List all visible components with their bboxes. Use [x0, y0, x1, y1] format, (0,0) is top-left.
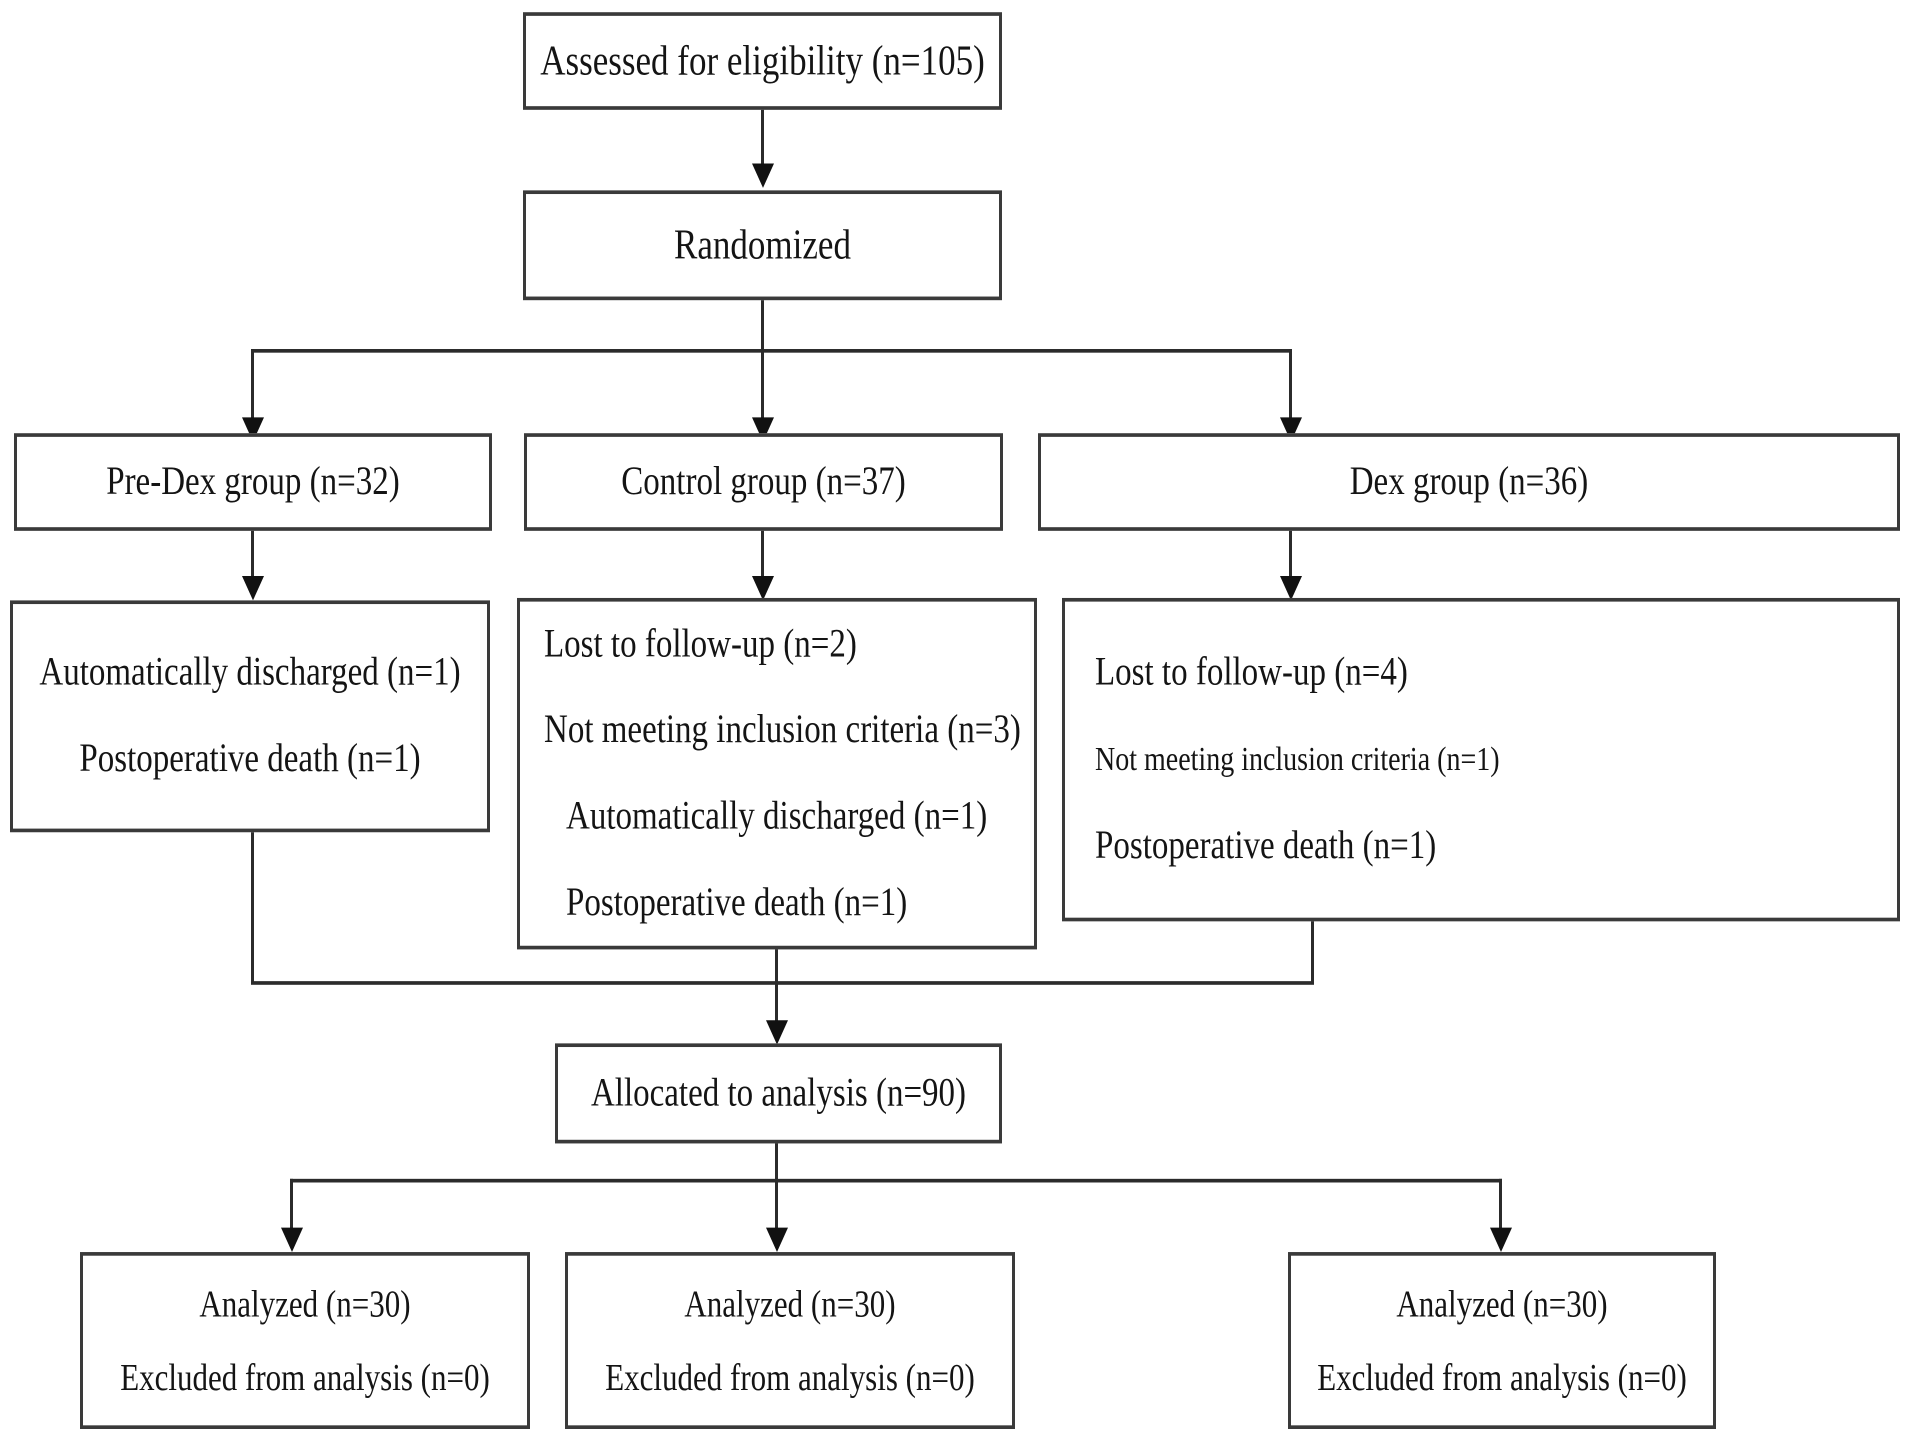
connector-to-analyzed-control — [775, 1178, 778, 1233]
node-group-control: Control group (n=37) — [524, 433, 1003, 531]
connector-to-analyzed-dex — [1499, 1178, 1502, 1233]
group-dex-label: Dex group (n=36) — [1349, 459, 1589, 504]
connector-assessed-to-randomized — [761, 109, 764, 169]
node-group-dex: Dex group (n=36) — [1038, 433, 1900, 531]
exclusion-line: Postoperative death (n=1) — [566, 880, 908, 925]
arrowhead-pre-dex-exclusions — [242, 575, 264, 601]
exclusion-line: Not meeting inclusion criteria (n=1) — [1095, 740, 1500, 779]
node-exclusions-pre-dex: Automatically discharged (n=1) Postopera… — [10, 600, 490, 833]
node-analyzed-dex: Analyzed (n=30) Excluded from analysis (… — [1288, 1252, 1716, 1429]
connector-randomized-split-bar — [251, 349, 1292, 353]
node-analyzed-pre-dex: Analyzed (n=30) Excluded from analysis (… — [80, 1252, 530, 1429]
analyzed-count-label: Analyzed (n=30) — [684, 1282, 896, 1325]
analyzed-count-label: Analyzed (n=30) — [1396, 1282, 1608, 1325]
node-group-pre-dex: Pre-Dex group (n=32) — [14, 433, 492, 531]
exclusion-line: Postoperative death (n=1) — [79, 737, 421, 782]
exclusion-line: Automatically discharged (n=1) — [566, 794, 988, 839]
node-allocated-to-analysis: Allocated to analysis (n=90) — [555, 1043, 1002, 1144]
exclusion-line: Lost to follow-up (n=2) — [544, 622, 857, 667]
arrowhead-analyzed-control — [766, 1227, 788, 1253]
connector-merge-bar — [251, 981, 1314, 985]
excluded-from-analysis-label: Excluded from analysis (n=0) — [605, 1355, 975, 1398]
connector-dex-to-exclusions — [1289, 530, 1292, 580]
node-exclusions-control: Lost to follow-up (n=2) Not meeting incl… — [517, 597, 1037, 950]
node-randomized: Randomized — [523, 190, 1002, 301]
exclusion-line: Automatically discharged (n=1) — [39, 650, 461, 695]
connector-dex-exclusions-down — [1311, 921, 1314, 984]
exclusion-line: Lost to follow-up (n=4) — [1095, 650, 1408, 695]
assessed-label: Assessed for eligibility (n=105) — [540, 37, 985, 85]
connector-to-pre-dex-group — [251, 349, 254, 423]
exclusion-line: Not meeting inclusion criteria (n=3) — [544, 708, 1021, 753]
group-pre-dex-label: Pre-Dex group (n=32) — [106, 459, 400, 504]
randomized-label: Randomized — [674, 221, 851, 269]
connector-control-exclusions-down — [775, 949, 778, 1026]
allocated-label: Allocated to analysis (n=90) — [590, 1071, 967, 1116]
connector-control-to-exclusions — [761, 530, 764, 580]
connector-to-dex-group — [1289, 349, 1292, 423]
connector-randomized-stem — [761, 300, 764, 350]
connector-pre-dex-exclusions-down — [251, 832, 254, 984]
connector-to-control-group — [761, 349, 764, 423]
connector-analyzed-split-bar — [290, 1178, 1502, 1183]
connector-to-analyzed-pre-dex — [290, 1178, 293, 1233]
arrowhead-randomized — [752, 163, 774, 188]
analyzed-count-label: Analyzed (n=30) — [199, 1282, 411, 1325]
excluded-from-analysis-label: Excluded from analysis (n=0) — [120, 1355, 490, 1398]
arrowhead-dex-exclusions — [1280, 575, 1302, 601]
excluded-from-analysis-label: Excluded from analysis (n=0) — [1317, 1355, 1687, 1398]
arrowhead-analyzed-dex — [1490, 1227, 1512, 1253]
group-control-label: Control group (n=37) — [621, 459, 906, 504]
exclusion-line: Postoperative death (n=1) — [1095, 824, 1437, 869]
arrowhead-analyzed-pre-dex — [281, 1227, 303, 1253]
arrowhead-control-exclusions — [752, 575, 774, 601]
connector-pre-dex-to-exclusions — [251, 530, 254, 580]
node-assessed-for-eligibility: Assessed for eligibility (n=105) — [523, 12, 1002, 110]
node-exclusions-dex: Lost to follow-up (n=4) Not meeting incl… — [1062, 597, 1900, 922]
connector-allocated-stem — [775, 1143, 778, 1182]
arrowhead-allocated — [766, 1020, 788, 1045]
node-analyzed-control: Analyzed (n=30) Excluded from analysis (… — [565, 1252, 1015, 1429]
